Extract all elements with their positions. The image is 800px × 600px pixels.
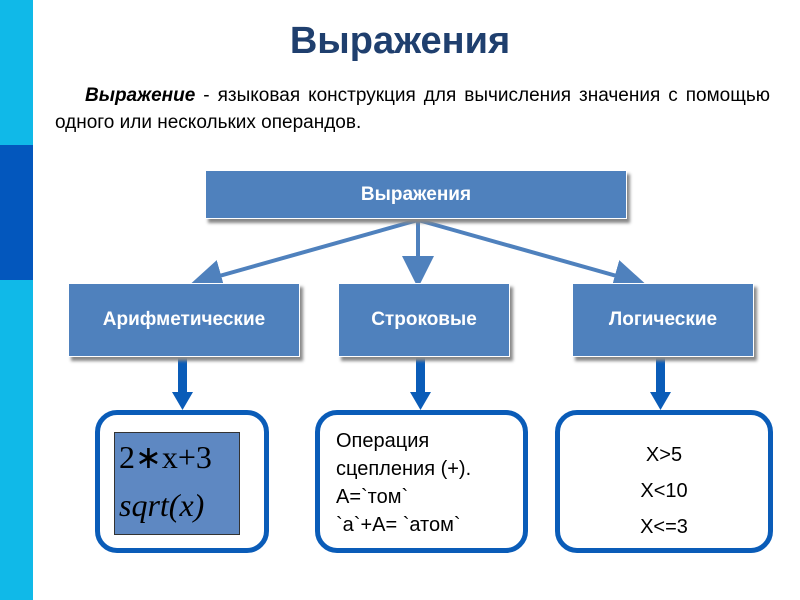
example-line: X>5 [645, 444, 683, 466]
category-logical: Логические [572, 283, 754, 357]
example-logical: X>5 X<10 X<=3 [555, 410, 773, 553]
definition-text: - языковая конструкция для вычисления зн… [55, 85, 770, 133]
example-line: X<=3 [640, 516, 688, 538]
side-bar [0, 0, 33, 600]
arrow-logic [417, 218, 646, 291]
example-arithmetic: 2∗x+3 sqrt(x) [95, 410, 269, 553]
definition-term: Выражение [85, 85, 196, 106]
category-label: Логические [608, 309, 718, 330]
example-line: X<10 [640, 480, 688, 502]
category-arithmetic: Арифметические [68, 283, 300, 357]
formula-line: 2∗x+3 [119, 439, 212, 475]
category-label: Строковые [371, 309, 477, 330]
formula-image: 2∗x+3 sqrt(x) [114, 432, 240, 535]
root-box: Выражения [205, 170, 627, 219]
example-line: `а`+А= `атом` [336, 514, 461, 536]
category-label: Арифметические [102, 309, 266, 330]
side-bar-accent [0, 145, 33, 280]
example-line: Операция сцепления (+). [336, 430, 472, 480]
down-arrow-3 [656, 356, 665, 394]
down-arrow-1 [178, 356, 187, 394]
root-label: Выражения [360, 183, 472, 205]
slide-title: Выражения [289, 20, 511, 62]
arrow-arith [190, 218, 419, 291]
definition: Выражение - языковая конструкция для выч… [55, 82, 770, 136]
category-string: Строковые [338, 283, 510, 357]
down-arrow-2 [416, 356, 425, 394]
formula-line: sqrt(x) [119, 487, 205, 523]
example-line: А=`том` [336, 486, 409, 508]
example-string: Операция сцепления (+). А=`том` `а`+А= `… [315, 410, 528, 553]
